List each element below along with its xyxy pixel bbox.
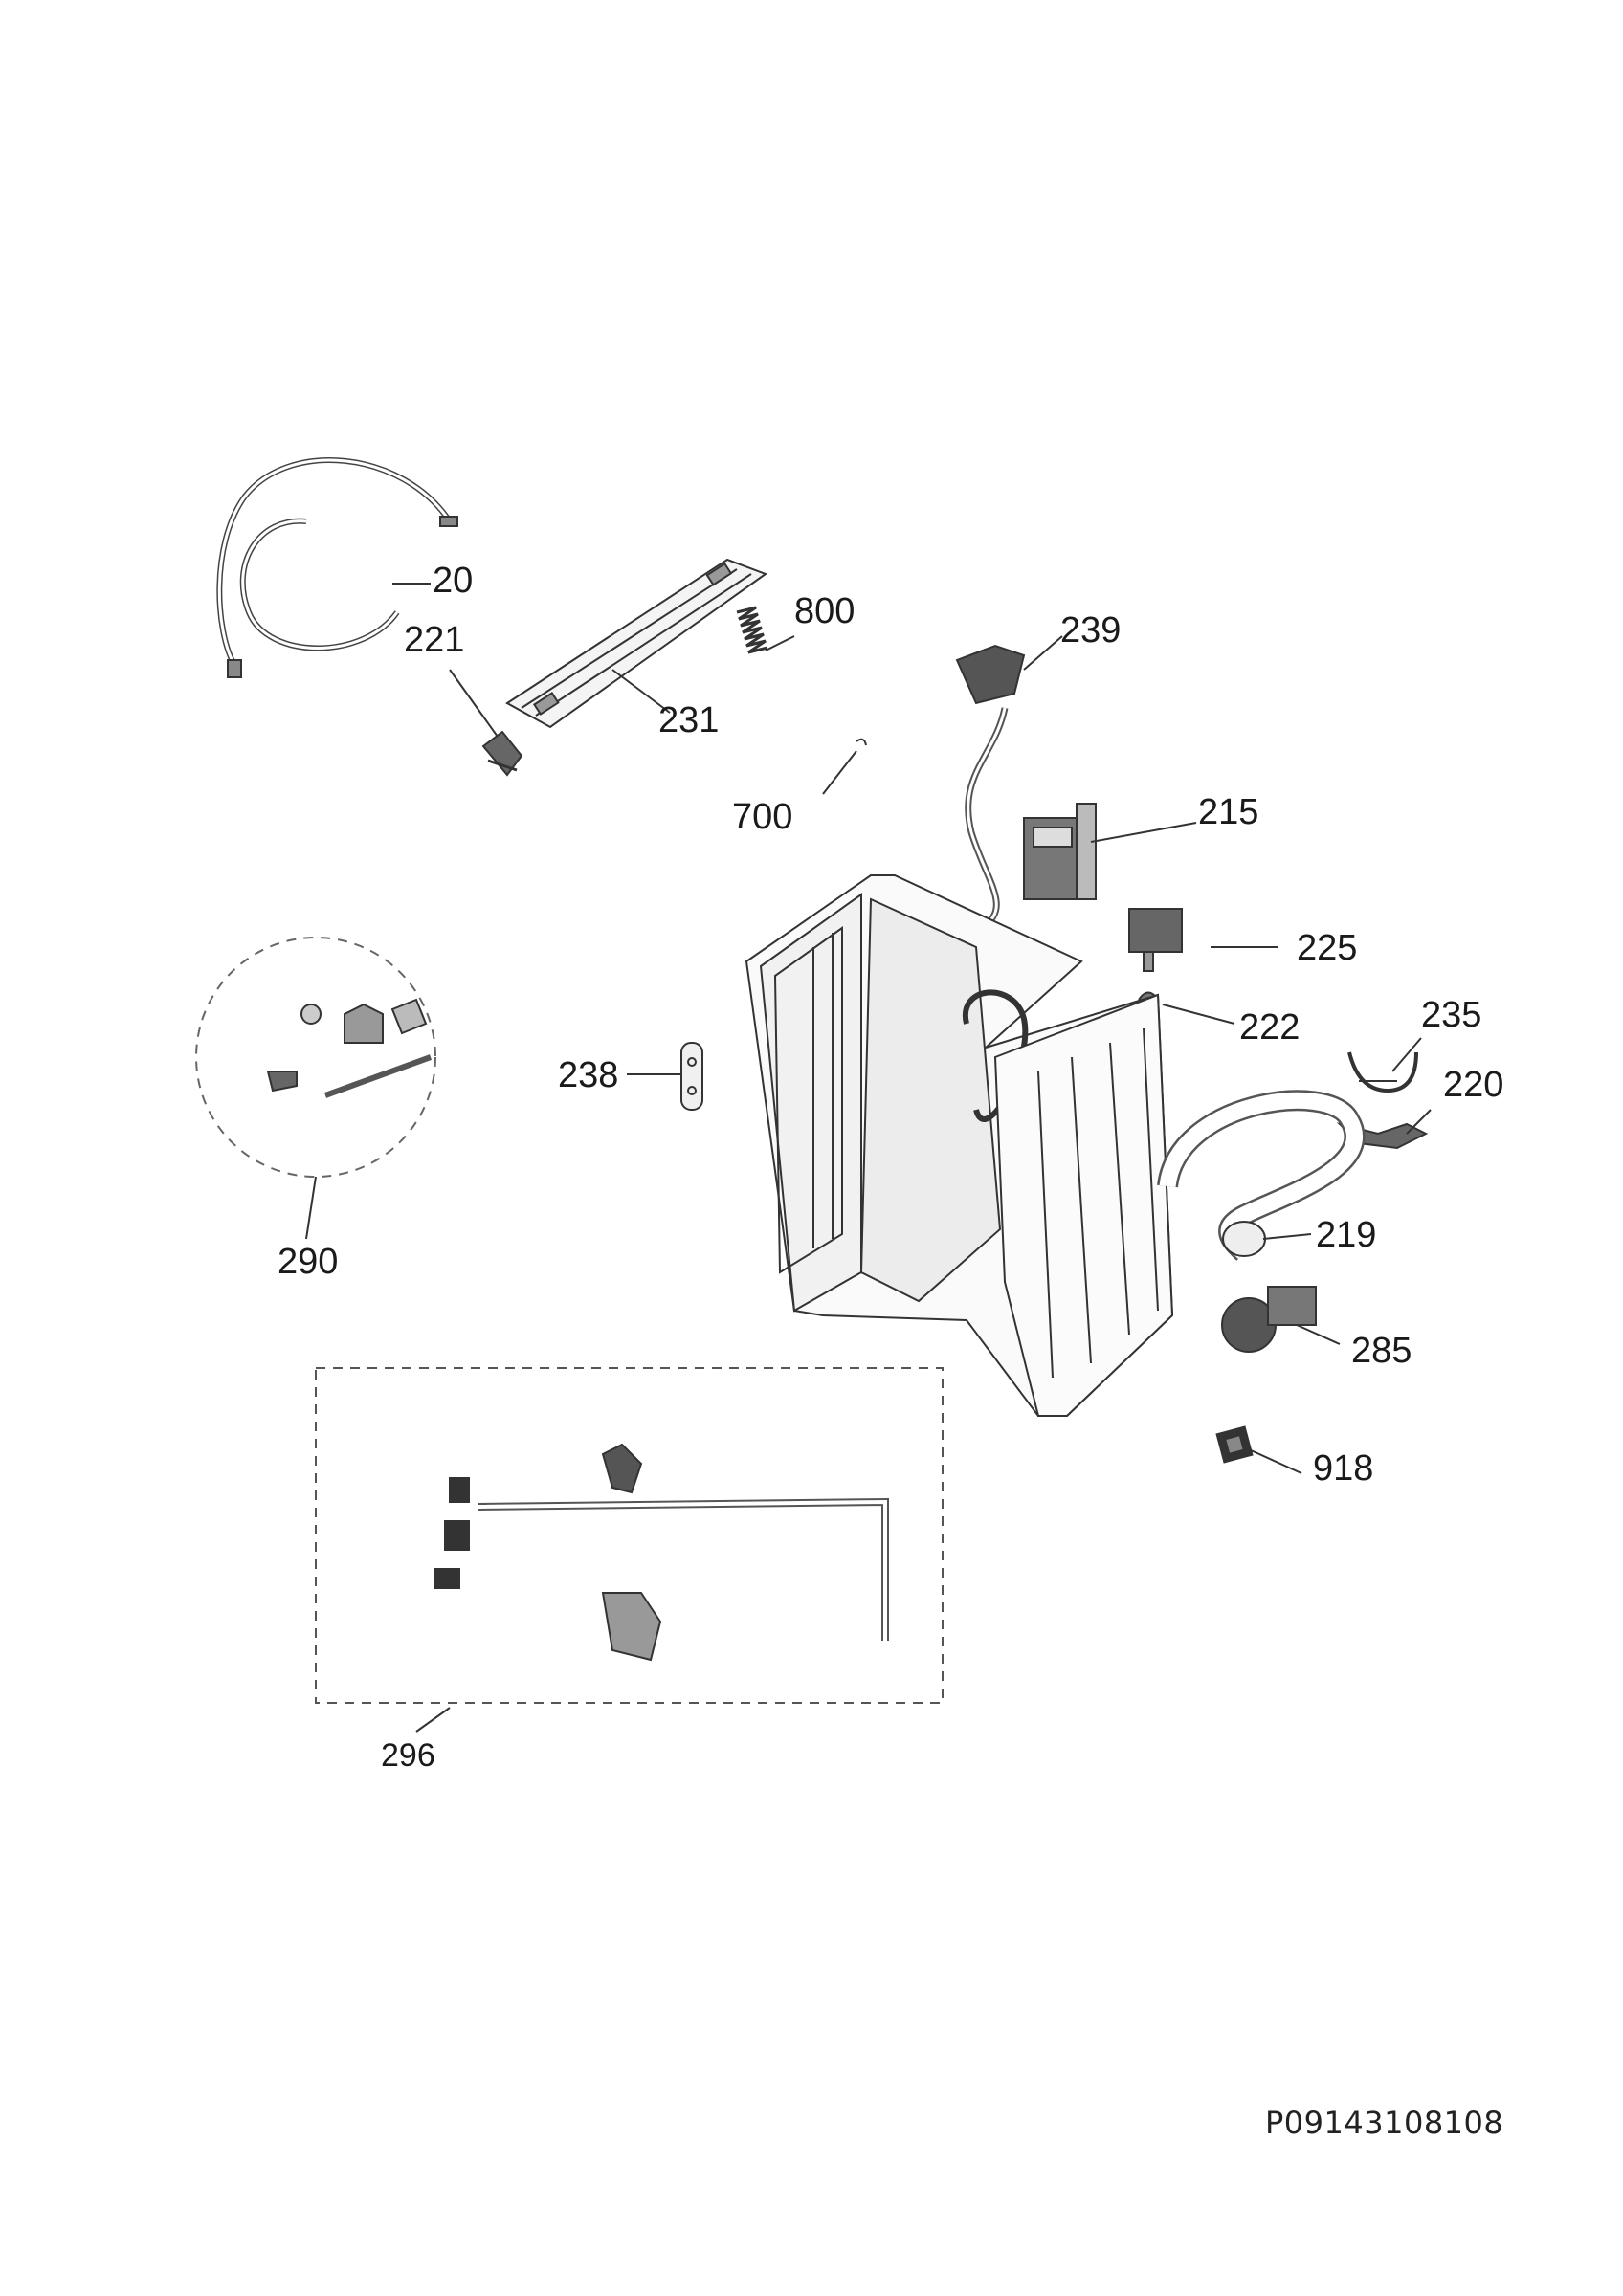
part-800-spring[interactable] [736, 606, 768, 654]
callout-231: 231 [658, 700, 720, 740]
callout-221: 221 [404, 620, 465, 660]
part-290-kit[interactable] [195, 937, 436, 1178]
leader-800 [765, 635, 795, 651]
leader-235 [1391, 1037, 1422, 1072]
callout-215: 215 [1198, 792, 1259, 832]
reference-code: P09143108108 [1265, 2105, 1504, 2141]
callout-239: 239 [1060, 610, 1122, 651]
callout-296: 296 [381, 1737, 435, 1774]
cabinet-body [745, 874, 1174, 1417]
leader-231 [611, 669, 671, 714]
callout-219: 219 [1316, 1215, 1377, 1255]
part-215-filter[interactable] [1023, 803, 1097, 900]
part-225-component[interactable] [1128, 908, 1183, 972]
leader-290 [305, 1176, 317, 1240]
leader-700 [822, 750, 857, 795]
part-296-harness[interactable] [315, 1367, 944, 1704]
leader-222 [1162, 1004, 1235, 1025]
part-221-clamp[interactable] [481, 730, 523, 777]
leader-239 [1023, 635, 1063, 671]
callout-800: 800 [794, 591, 856, 631]
callout-918: 918 [1313, 1448, 1374, 1489]
leader-215 [1090, 822, 1197, 843]
callout-238: 238 [558, 1055, 619, 1095]
callout-235: 235 [1421, 995, 1482, 1035]
part-235-bracket[interactable] [1347, 1051, 1418, 1093]
callout-285: 285 [1351, 1331, 1412, 1371]
part-219-drain-hose[interactable] [1157, 1090, 1366, 1261]
part-239-power-cord[interactable] [955, 644, 1026, 932]
leader-220 [1406, 1109, 1432, 1135]
callout-700: 700 [732, 797, 793, 837]
part-918-cap[interactable] [1215, 1425, 1254, 1464]
callout-225: 225 [1297, 928, 1358, 968]
leader-918 [1248, 1448, 1302, 1474]
callout-20: 20 [433, 561, 474, 601]
leader-219 [1262, 1233, 1312, 1240]
callout-220: 220 [1443, 1065, 1504, 1105]
leader-285 [1296, 1324, 1341, 1345]
part-238-latch[interactable] [680, 1042, 703, 1111]
part-700-clip[interactable] [856, 738, 867, 746]
part-231-rail[interactable] [505, 558, 768, 729]
leader-296 [415, 1707, 451, 1733]
callout-222: 222 [1239, 1007, 1301, 1048]
callout-290: 290 [278, 1242, 339, 1282]
part-285-pump[interactable] [1221, 1286, 1317, 1353]
leader-221 [449, 669, 499, 738]
part-20-hose[interactable] [216, 457, 458, 678]
